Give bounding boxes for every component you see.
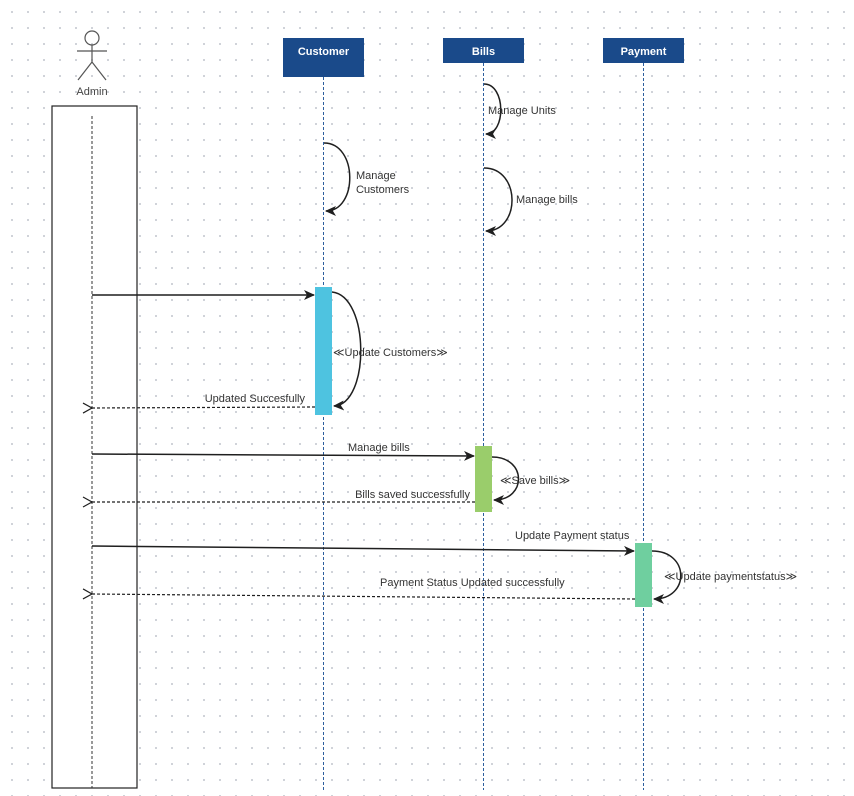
update-customers-self-arrow [331,291,362,411]
manage-customers-label-line2: Customers [356,184,410,196]
save-bills-self-arrow [491,456,520,505]
payment-updated-return-arrow [92,594,636,600]
customer-lifeline-header[interactable]: Customer [283,38,364,77]
update-payment-status-label: Update Payment status [515,530,630,542]
admin-activation-box [51,105,138,789]
save-bills-label: ≪Save bills≫ [500,475,570,487]
manage-bills-self-label: Manage bills [516,194,578,206]
manage-bills-self-arrow [483,167,513,236]
actor-figure-icon [77,30,107,81]
manage-units-self-arrow [483,83,502,139]
customer-activation-bar [315,287,332,415]
manage-customers-label-line1: Manage [356,170,396,182]
admin-to-bills-arrow [91,450,475,461]
bills-header-label: Bills [472,46,495,58]
admin-actor[interactable]: Admin [76,30,108,98]
payment-header-label: Payment [621,46,667,58]
payment-lifeline-header[interactable]: Payment [603,38,684,63]
manage-units-label: Manage Units [488,105,556,117]
bills-lifeline-header[interactable]: Bills [443,38,524,63]
update-customers-label: ≪Update Customers≫ [333,347,448,359]
actor-label: Admin [76,86,107,98]
update-paymentstatus-self-arrow [651,550,682,604]
admin-to-payment-arrow [91,545,635,556]
customer-header-label: Customer [298,46,350,58]
bills-saved-label: Bills saved successfully [355,489,470,501]
updated-successfully-label: Updated Succesfully [205,393,306,405]
manage-bills-label: Manage bills [348,442,410,454]
manage-customers-self-arrow [323,142,351,216]
update-paymentstatus-label: ≪Update paymentstatus≫ [664,571,797,583]
bills-activation-bar [475,446,492,512]
payment-status-updated-label: Payment Status Updated successfully [380,577,565,589]
updated-successfully-return-arrow [92,407,316,408]
payment-activation-bar [635,543,652,607]
